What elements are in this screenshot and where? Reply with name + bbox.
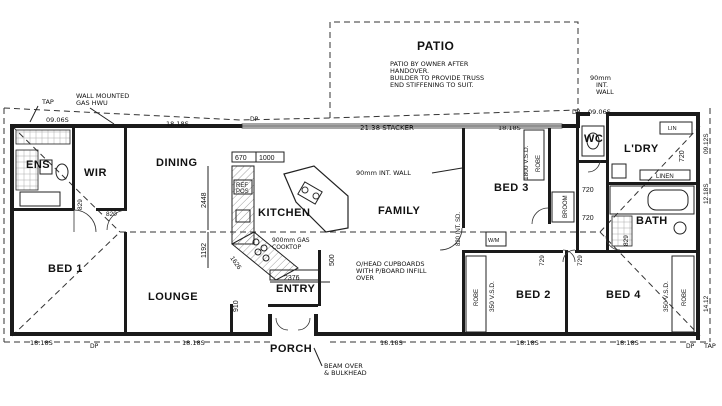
int-wall-mid-label: 90mm INT. WALL bbox=[356, 169, 411, 177]
room-label-kitchen: KITCHEN bbox=[258, 207, 310, 219]
dim-720a: 720 bbox=[582, 187, 594, 194]
patio-note-line-1: PATIO BY OWNER AFTER bbox=[390, 60, 469, 68]
downpipe-label-4: DP bbox=[686, 343, 695, 350]
dim-1818-bottom-3: 18.18S bbox=[380, 339, 403, 347]
dim-829: 829 bbox=[77, 199, 84, 210]
tap-right-label: TAP bbox=[703, 342, 716, 350]
gas-hwu-line-2: GAS HWU bbox=[76, 99, 108, 107]
downpipe-label-3: DP bbox=[90, 343, 99, 350]
ensuite-fixtures bbox=[15, 129, 71, 191]
room-label-wc: WC bbox=[584, 133, 603, 145]
wet-area-fixtures: LINEN LIN bbox=[581, 121, 695, 247]
dim-820-int-sd: 820 INT. SD. bbox=[456, 212, 462, 246]
dim-720b: 720 bbox=[582, 215, 594, 222]
room-label-bath: BATH bbox=[636, 215, 668, 227]
patio-note-line-2: HANDOVER. bbox=[390, 67, 429, 75]
dim-1000: 1000 bbox=[259, 155, 275, 162]
external-walls bbox=[10, 112, 700, 340]
wm-label: W/M bbox=[488, 238, 500, 244]
dim-1818-bottom-5: 18.18S bbox=[616, 339, 639, 347]
room-label-wir: WIR bbox=[84, 167, 107, 179]
internal-walls bbox=[14, 116, 700, 336]
room-labels: ENS WIR DINING KITCHEN FAMILY BED 1 BED … bbox=[26, 133, 668, 355]
room-label-lounge: LOUNGE bbox=[148, 291, 198, 303]
gas-cooktop-line-2: COOKTOP bbox=[272, 244, 301, 251]
annotations: TAP WALL MOUNTED GAS HWU 90mm INT. WALL … bbox=[29, 74, 716, 377]
dim-1818-top-right: 18.18S bbox=[498, 124, 521, 132]
overhead-cupboards-line-2: WITH P/BOARD INFILL bbox=[356, 267, 427, 275]
downpipe-label-1: DP bbox=[250, 116, 259, 123]
kitchen-benches: REF POS bbox=[231, 165, 349, 281]
dim-1818-top-left: 18.18S bbox=[166, 120, 189, 128]
room-label-bed1: BED 1 bbox=[48, 263, 83, 275]
int-wall-right-line-3: WALL bbox=[596, 88, 614, 96]
lin-label: LIN bbox=[668, 126, 677, 132]
broom-label: BROOM bbox=[563, 195, 569, 218]
door-swings bbox=[73, 159, 621, 331]
robe-label-bed4: ROBE bbox=[682, 289, 688, 306]
dim-350b: 350 V.S.D. bbox=[663, 281, 670, 312]
linen-label: LINEN bbox=[656, 174, 674, 180]
dim-1412: 14.12 bbox=[703, 295, 710, 312]
room-label-ldry: L'DRY bbox=[624, 143, 659, 155]
cooktop-burners bbox=[252, 238, 270, 262]
beam-over-line-1: BEAM OVER bbox=[324, 362, 363, 370]
room-label-entry: ENTRY bbox=[276, 283, 316, 295]
dim-0906-left: 09.06S bbox=[46, 116, 69, 124]
room-label-patio: PATIO bbox=[417, 39, 454, 53]
stacker-label: 21.38 STACKER bbox=[360, 124, 414, 132]
patio-note-line-4: END STIFFENING TO SUIT. bbox=[390, 81, 474, 89]
robe-label-bed3: ROBE bbox=[536, 155, 542, 172]
eave-line bbox=[3, 107, 711, 343]
room-label-family: FAMILY bbox=[378, 205, 420, 217]
room-label-ens: ENS bbox=[26, 159, 50, 171]
room-label-bed4: BED 4 bbox=[606, 289, 641, 301]
dim-729b: 729 bbox=[577, 255, 584, 266]
dim-500: 500 bbox=[329, 254, 336, 266]
dim-829b: 829 bbox=[623, 235, 630, 246]
dim-1192: 1192 bbox=[201, 243, 208, 258]
room-label-dining: DINING bbox=[156, 157, 198, 169]
dim-820b: 820 bbox=[106, 211, 117, 218]
ref-pos-label-2: POS bbox=[236, 189, 249, 195]
overhead-cupboards-line-3: OVER bbox=[356, 274, 375, 282]
dim-1800: 1800 V.S.D. bbox=[523, 145, 530, 180]
int-wall-right-line-2: INT. bbox=[596, 81, 608, 89]
dim-1818-bottom-2: 18.18S bbox=[182, 339, 205, 347]
beam-over-line-2: & BULKHEAD bbox=[324, 369, 367, 377]
dim-1818-bottom-4: 18.18S bbox=[516, 339, 539, 347]
dim-720c: 720 bbox=[679, 150, 686, 162]
int-wall-right-line-1: 90mm bbox=[590, 74, 611, 82]
robe-label-bed2: ROBE bbox=[474, 289, 480, 306]
dim-910: 910 bbox=[233, 300, 240, 312]
dim-1218s: 12.18S bbox=[703, 183, 710, 204]
room-label-bed2: BED 2 bbox=[516, 289, 551, 301]
dim-1818-bottom-1: 18.18S bbox=[30, 339, 53, 347]
patio-area: PATIO PATIO BY OWNER AFTER HANDOVER. BUI… bbox=[329, 21, 579, 118]
dim-0912s: 09.12S bbox=[703, 133, 710, 154]
room-label-porch: PORCH bbox=[270, 343, 312, 355]
storage: ROBE BROOM ROBE ROBE W/M bbox=[19, 129, 695, 333]
tap-left-label: TAP bbox=[41, 98, 54, 106]
dim-729a: 729 bbox=[539, 255, 546, 266]
gas-cooktop-line-1: 900mm GAS bbox=[272, 237, 310, 244]
dim-2448: 2448 bbox=[201, 192, 208, 208]
dim-1626: 1626 bbox=[228, 255, 242, 271]
dim-2376: 2376 bbox=[284, 275, 300, 282]
downpipe-label-2: DP bbox=[572, 109, 581, 116]
roof-lines bbox=[11, 125, 701, 337]
gas-hwu-line-1: WALL MOUNTED bbox=[76, 92, 129, 100]
overhead-cupboards-line-1: O/HEAD CUPBOARDS bbox=[356, 260, 424, 268]
dimensions: 09.06S 09.06S 18.18S 18.18S 18.18S 18.18… bbox=[30, 108, 710, 347]
dim-0906-right: 09.06S bbox=[588, 108, 611, 116]
ref-pos-label-1: REF bbox=[236, 183, 248, 189]
dim-350a: 350 V.S.D. bbox=[489, 281, 496, 312]
dim-670: 670 bbox=[235, 155, 247, 162]
room-label-bed3: BED 3 bbox=[494, 182, 529, 194]
patio-note-line-3: BUILDER TO PROVIDE TRUSS bbox=[390, 74, 484, 82]
